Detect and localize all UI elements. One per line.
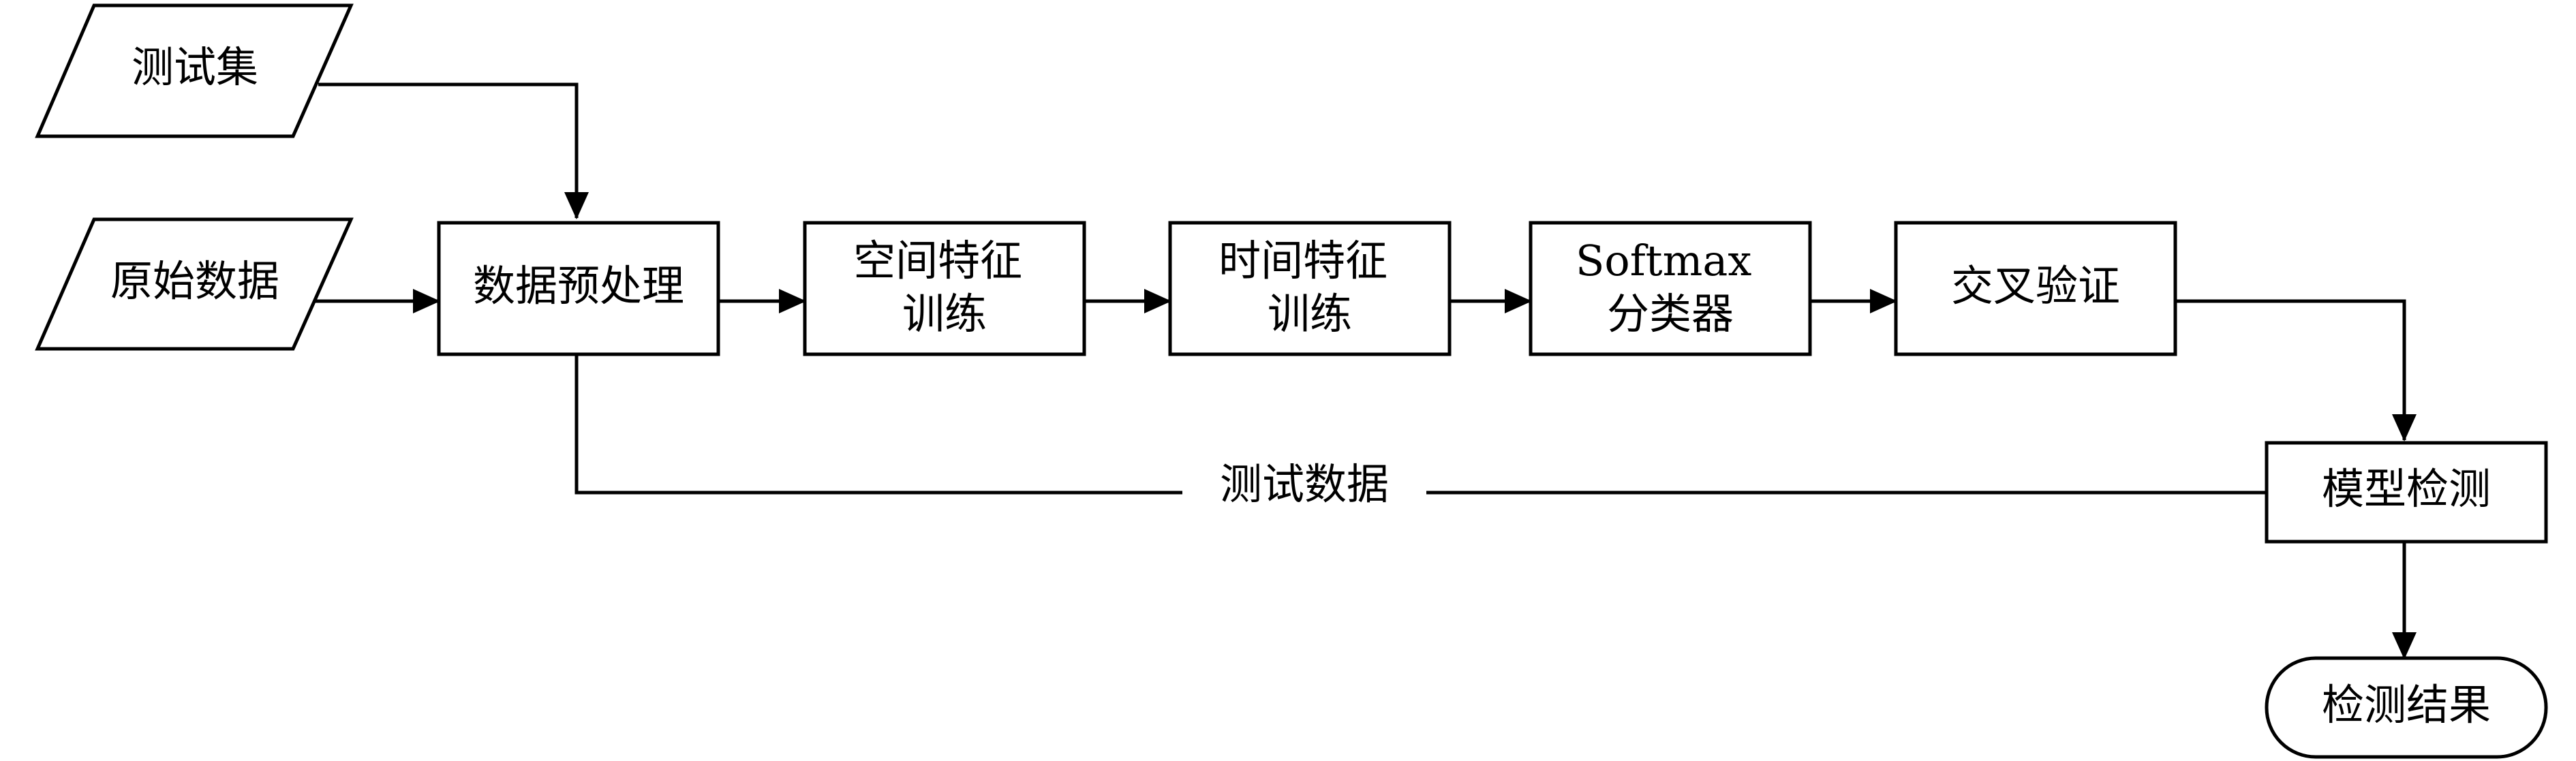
- cross-validation-label: 交叉验证: [1951, 261, 2120, 311]
- node-test-set: 测试集: [35, 3, 354, 138]
- edge-cross-validation-to-model-test: [2176, 299, 2417, 441]
- node-model-test: 模型检测: [2265, 441, 2548, 544]
- cross-validation-shape: [1894, 221, 2177, 356]
- edge-test-set-to-preprocess: [318, 82, 589, 219]
- node-preprocess: 数据预处理: [437, 221, 720, 356]
- preprocess-label: 数据预处理: [473, 261, 684, 311]
- spatial-train-label: 空间特征 训练: [853, 236, 1036, 339]
- raw-data-shape: [35, 217, 354, 351]
- model-test-label: 模型检测: [2322, 464, 2491, 514]
- softmax-shape: [1529, 221, 1812, 356]
- node-softmax: Softmax 分类器: [1529, 221, 1812, 356]
- test-result-label: 检测结果: [2322, 680, 2491, 730]
- edges: [313, 82, 2417, 659]
- temporal-train-shape: [1168, 221, 1452, 356]
- spatial-train-shape: [803, 221, 1086, 356]
- node-cross-validation: 交叉验证: [1894, 221, 2177, 356]
- node-temporal-train: 时间特征 训练: [1168, 221, 1452, 356]
- model-test-shape: [2265, 441, 2548, 544]
- node-spatial-train: 空间特征 训练: [803, 221, 1086, 356]
- node-test-result: 检测结果: [2265, 656, 2548, 759]
- test-set-label: 测试集: [132, 42, 258, 92]
- test-result-shape: [2265, 656, 2548, 759]
- softmax-label: Softmax 分类器: [1576, 236, 1765, 339]
- temporal-train-label: 时间特征 训练: [1218, 236, 1401, 339]
- preprocess-shape: [437, 221, 720, 356]
- test-set-shape: [35, 3, 354, 138]
- edge-label-test-data: 测试数据: [1220, 459, 1389, 509]
- edge-preprocess-to-model-test-a: [574, 354, 1182, 495]
- node-raw-data: 原始数据: [35, 217, 354, 351]
- raw-data-label: 原始数据: [110, 256, 279, 306]
